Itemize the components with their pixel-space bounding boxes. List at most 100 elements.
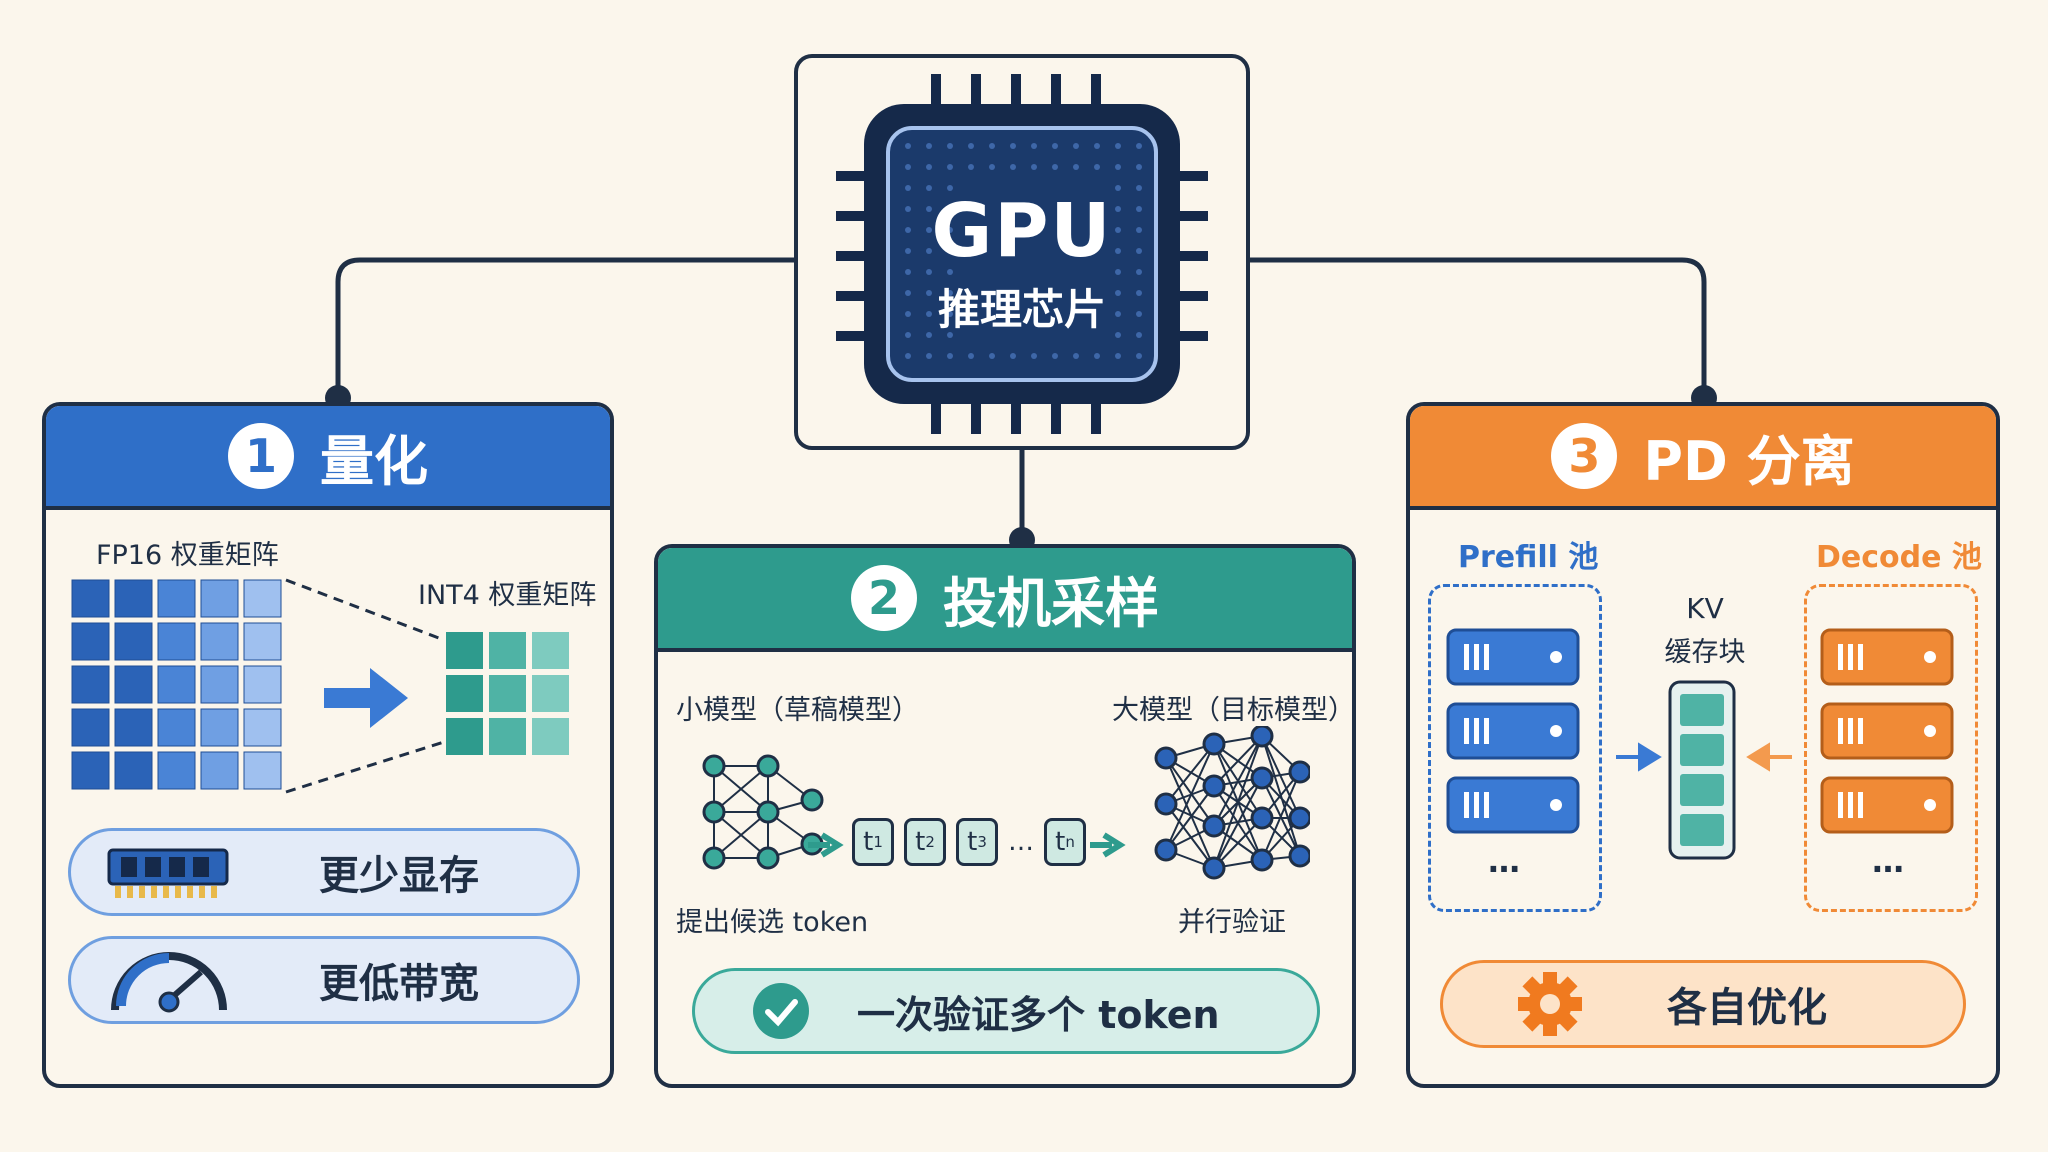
server-icon [1820,702,1954,760]
matrix-cell [114,665,153,704]
server-icon [1446,702,1580,760]
network-node [1202,774,1226,798]
arrow-right-icon [324,668,408,728]
network-node [1154,838,1178,862]
pd-header: 3 PD 分离 [1410,406,1996,510]
matrix-cell [114,579,153,618]
matrix-cell [243,751,282,790]
benefit-label: 更少显存 [319,853,479,899]
result-verify-multiple: 一次验证多个 token [692,968,1320,1054]
matrix-cell [114,622,153,661]
matrix-cell [114,751,153,790]
matrix-cell [71,708,110,747]
matrix-cell [243,622,282,661]
matrix-cell [200,665,239,704]
large-model-label: 大模型（目标模型） [1112,695,1355,726]
speedometer-icon [111,952,227,1013]
result-label: 各自优化 [1667,985,1827,1031]
network-node [1288,844,1310,868]
quantization-header: 1 量化 [46,406,610,510]
matrix-cell [200,708,239,747]
server-icon [1446,628,1580,686]
network-node [1202,732,1226,756]
speculative-header: 2 投机采样 [658,548,1352,652]
arrow-left-icon [1746,742,1792,772]
matrix-cell [157,665,196,704]
fp16-label: FP16 权重矩阵 [96,540,279,571]
pd-title: PD 分离 [1643,429,1855,493]
check-circle-icon [753,983,809,1039]
matrix-cell [200,579,239,618]
server-icon [1446,776,1580,834]
network-node [1202,856,1226,880]
chip-title: GPU [931,188,1113,274]
matrix-cell [243,579,282,618]
gpu-chip-icon [836,74,1208,434]
propose-label: 提出候选 token [676,907,869,938]
matrix-cell [157,708,196,747]
chip-subtitle: 推理芯片 [937,285,1106,334]
matrix-cell [489,632,526,669]
kv-label-line2: 缓存块 [1664,637,1746,668]
step-number-badge: 2 [851,565,917,631]
network-node [1154,792,1178,816]
decode-ellipsis: … [1872,842,1904,880]
prefill-ellipsis: … [1488,842,1520,880]
arrow-right-icon [808,832,844,858]
matrix-cell [532,675,569,712]
prefill-pool [1428,584,1602,912]
quantization-matrix-diagram [71,578,569,794]
matrix-cell [489,675,526,712]
matrix-cell [157,579,196,618]
matrix-cell [200,751,239,790]
decode-pool-label: Decode 池 [1816,540,1982,575]
speculative-title: 投机采样 [943,571,1159,635]
network-node [1250,766,1274,790]
benefit-label: 更低带宽 [319,961,479,1007]
matrix-cell [157,622,196,661]
step-number-badge: 3 [1551,423,1618,489]
matrix-cell [71,579,110,618]
result-optimize-each: 各自优化 [1440,960,1966,1048]
large-network-icon [1154,726,1310,880]
matrix-cell [446,675,483,712]
network-node [1250,726,1274,748]
benefit-less-memory: 更少显存 [68,828,580,916]
matrix-cell [114,708,153,747]
network-node [1288,760,1310,784]
matrix-cell [446,718,483,755]
network-node [1250,848,1274,872]
matrix-cell [243,665,282,704]
matrix-cell [71,622,110,661]
decode-pool [1804,584,1978,912]
matrix-cell [71,751,110,790]
matrix-cell [489,718,526,755]
server-icon [1820,776,1954,834]
benefit-less-bandwidth: 更低带宽 [68,936,580,1024]
matrix-cell [446,632,483,669]
memory-chip-icon [107,848,229,898]
network-node [1202,814,1226,838]
matrix-cell [71,665,110,704]
int4-label: INT4 权重矩阵 [418,580,597,611]
result-label: 一次验证多个 token [857,992,1220,1037]
network-node [1154,746,1178,770]
server-icon [1820,628,1954,686]
network-node [1250,806,1274,830]
matrix-cell [243,708,282,747]
matrix-cell [200,622,239,661]
matrix-cell [532,718,569,755]
step-number-badge: 1 [228,423,294,489]
token-ellipsis: … [1008,827,1034,857]
arrow-right-icon [1616,742,1662,772]
matrix-cell [157,751,196,790]
network-node [1288,806,1310,830]
quantization-title: 量化 [320,429,428,493]
kv-cache-block-icon [1668,680,1736,860]
small-model-label: 小模型（草稿模型） [676,695,919,726]
